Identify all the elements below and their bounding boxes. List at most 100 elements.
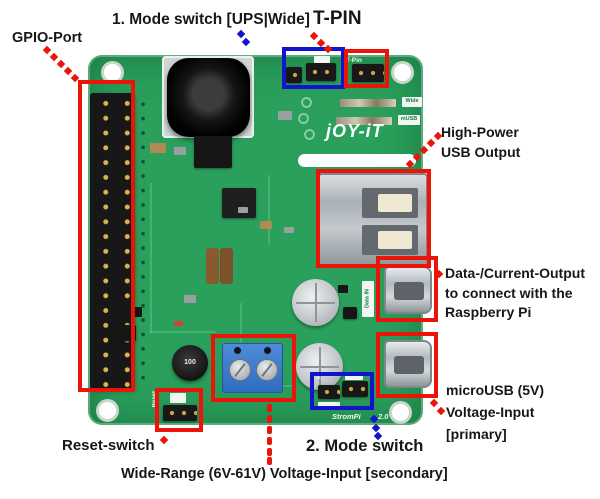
leader-dot: [236, 29, 246, 39]
pcb-trace: [150, 183, 152, 333]
data-output-box: [376, 256, 438, 322]
mounting-hole: [389, 401, 412, 424]
microusb-input-label-line: [primary]: [446, 426, 507, 442]
smd-part: [150, 143, 166, 153]
pcb-pad: [298, 113, 309, 124]
leader-dash: [267, 448, 272, 456]
data-output-label-line: Data-/Current-Output: [445, 265, 585, 281]
pcb-pad: [301, 97, 312, 108]
jumper-silk-box: [314, 56, 330, 63]
data-in-silk-label: Data IN: [362, 281, 374, 317]
resistor-row: [340, 99, 396, 107]
leader-dot: [49, 52, 59, 62]
mode2-silk-mark: 2.: [317, 375, 323, 381]
via-column: [139, 97, 147, 385]
usb-output-label-line: High-Power: [441, 124, 519, 140]
leader-dot: [426, 138, 436, 148]
micro-usb-data-connector: [384, 266, 432, 314]
small-ic: [110, 325, 136, 341]
smd-part: [284, 227, 294, 233]
microusb-input-label-line: Voltage-Input: [446, 404, 535, 420]
leader-dot: [63, 66, 73, 76]
usb-tongue: [378, 194, 412, 212]
leader-dash: [267, 426, 272, 434]
mode1-switch-box: [282, 47, 345, 89]
leader-dash: [267, 437, 272, 445]
mode2-jumper: [318, 385, 340, 399]
terminal-screw: [256, 359, 278, 381]
leader-dot: [159, 435, 169, 445]
smd-part: [238, 207, 248, 213]
leader-dot: [241, 37, 251, 47]
capacitor-label: 100: [184, 359, 196, 367]
smd-part: [278, 111, 292, 120]
microusb-input-label-line: microUSB (5V): [446, 382, 545, 398]
electrolytic-capacitor: [296, 343, 343, 390]
electrolytic-capacitor: [292, 279, 339, 326]
soic-ic: [222, 188, 256, 218]
gpio-port-box: [78, 80, 135, 392]
mode2-label: 2. Mode switch: [306, 437, 424, 455]
pcb-pad: [304, 129, 315, 140]
microusb-input-label: microUSB (5V) Voltage-Input [primary]: [446, 379, 544, 445]
wide-range-label: Wide-Range (6V-61V) Voltage-Input [secon…: [121, 466, 448, 482]
leader-dot: [316, 38, 326, 48]
leader-dot: [436, 406, 446, 416]
leader-dot: [56, 59, 66, 69]
black-capacitor: 100: [172, 345, 208, 381]
mounting-hole: [96, 399, 119, 422]
tpin-silk-label: T-Pin: [346, 57, 362, 64]
tpin-label: T-PIN: [313, 8, 362, 29]
micro-usb-power-connector: [384, 340, 432, 388]
pcb-trace: [150, 331, 216, 333]
terminal-hole: [234, 347, 241, 354]
led: [174, 321, 183, 326]
smd-part: [260, 221, 272, 229]
leader-dot: [309, 31, 319, 41]
tpin-jumper: [352, 64, 384, 82]
leader-dot: [42, 45, 52, 55]
diode-chip: [194, 136, 232, 168]
usb-output-label-line: USB Output: [441, 144, 521, 160]
smd-part: [174, 147, 186, 155]
usb-a-connector: [318, 173, 428, 267]
reset-switch-label: Reset-switch: [62, 437, 155, 454]
usb-output-box: [316, 169, 431, 268]
gpio-port-label: GPIO-Port: [12, 30, 83, 46]
model-silk-label: StromPi: [332, 412, 361, 421]
mode2-jumper: [342, 381, 368, 397]
resistor-row: [336, 117, 392, 125]
usb-output-label: High-Power USB Output: [441, 122, 520, 162]
transistor: [343, 307, 357, 319]
version-silk-label: 2.0: [378, 412, 389, 421]
capacitor: [220, 248, 233, 284]
musb-silk-label: mUSB: [398, 115, 420, 125]
data-output-label-line: Raspberry Pi: [445, 304, 532, 320]
leader-dash: [267, 415, 272, 423]
jumper-silk-box: [318, 402, 340, 408]
leader-dash: [267, 404, 272, 412]
mode1-label: 1. Mode switch [UPS|Wide]: [112, 11, 310, 28]
mode1-jumper: [286, 67, 302, 83]
tpin-box: [344, 49, 389, 88]
capacitor: [206, 248, 219, 284]
mode1-jumper: [306, 63, 336, 81]
strompi-board: jOY-iT Wide mUSB OUT Data IN 100: [88, 55, 432, 425]
jumper-silk-box: [345, 373, 363, 380]
jumper-silk-box: [170, 393, 186, 403]
reset-jumper: [163, 405, 197, 421]
joy-it-logo: jOY-iT: [326, 121, 384, 141]
terminal-hole: [264, 347, 271, 354]
microusb-input-box: [376, 332, 438, 398]
wide-silk-label: Wide: [402, 97, 422, 107]
leader-dash: [267, 457, 272, 465]
screw-terminal: [222, 343, 283, 393]
pcb-trace: [268, 175, 270, 245]
mounting-hole: [391, 61, 414, 84]
voltage-input-terminal-box: [211, 334, 296, 402]
smd-part: [184, 295, 196, 303]
usb-tongue: [378, 231, 412, 249]
data-output-label: Data-/Current-Output to connect with the…: [445, 264, 585, 323]
smd-part: [338, 285, 348, 293]
